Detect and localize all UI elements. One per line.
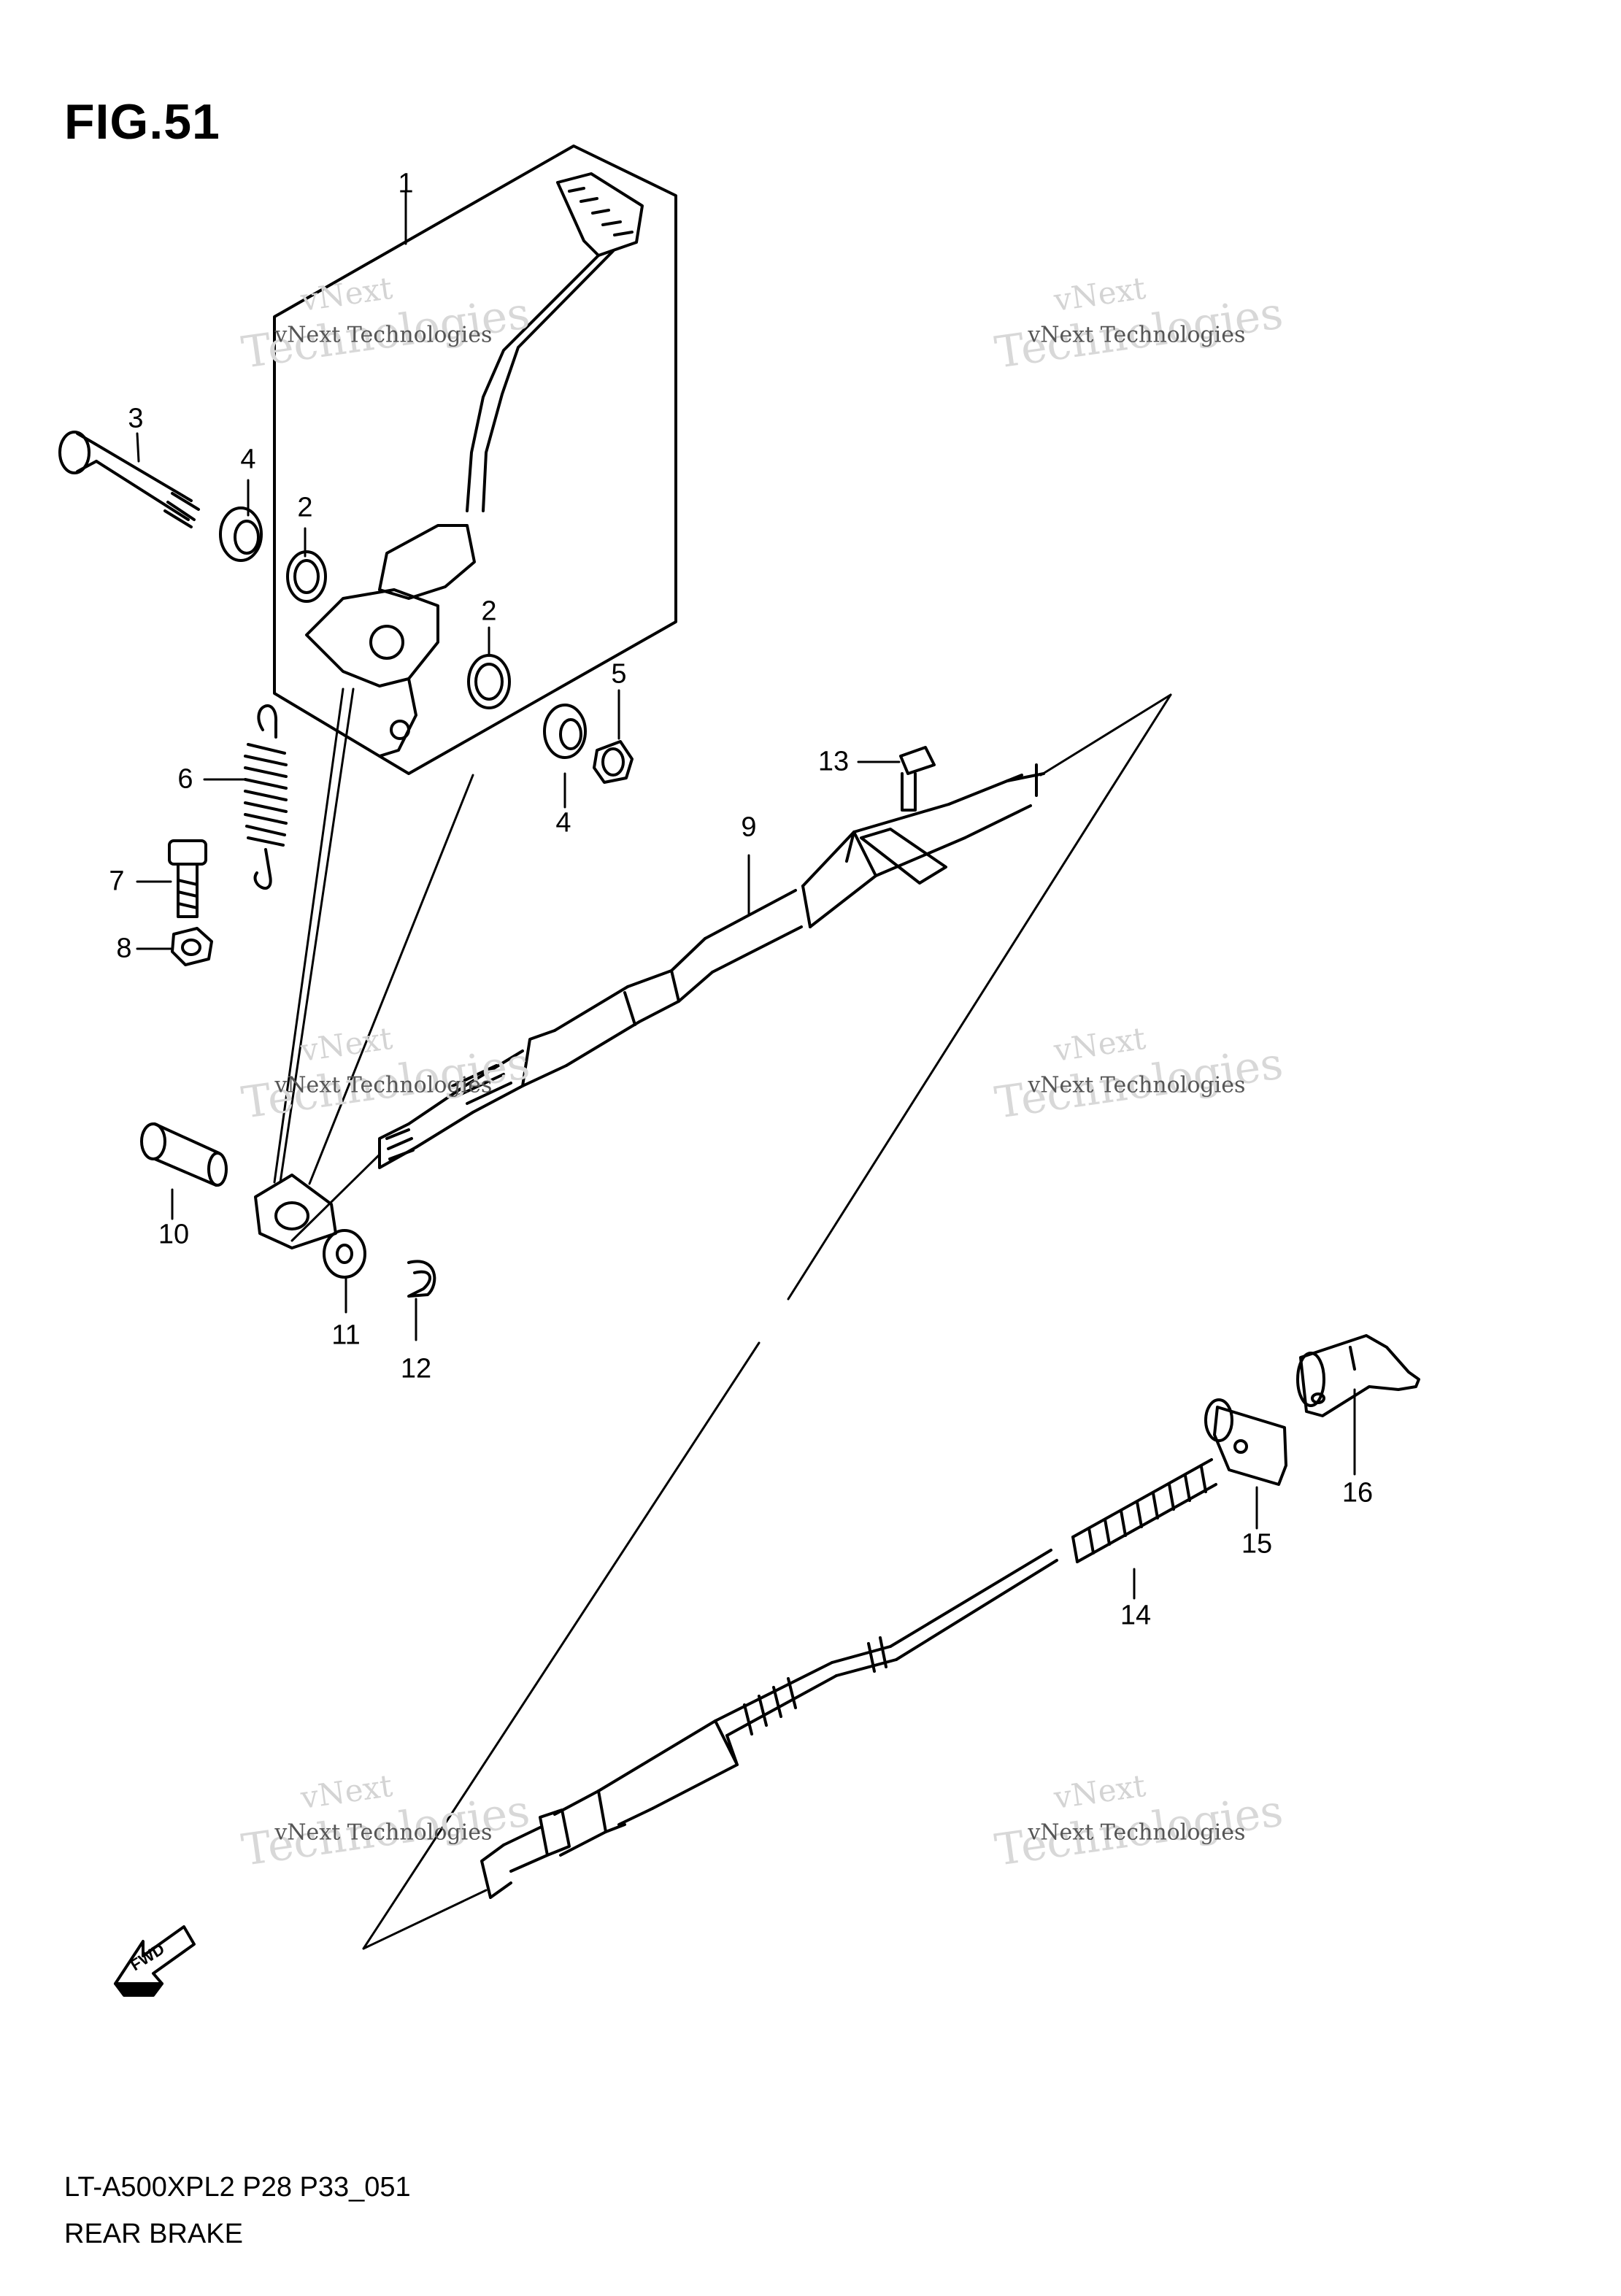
- watermark-line2: vNext Technologies: [1028, 322, 1246, 348]
- callout-14: 14: [1120, 1600, 1152, 1631]
- brake-cable-upper-part: [378, 763, 1045, 1169]
- callout-1: 1: [398, 168, 414, 199]
- watermark-line2: vNext Technologies: [274, 1072, 493, 1098]
- bushing-part: [219, 506, 263, 562]
- callout-3: 3: [128, 403, 144, 434]
- pedal-group-outline: [273, 145, 677, 775]
- oil-seal-part: [286, 550, 327, 603]
- callout-5: 5: [611, 658, 627, 690]
- callout-16: 16: [1341, 1477, 1374, 1509]
- watermark-line2: vNext Technologies: [274, 322, 493, 348]
- assembly-line: [308, 774, 474, 1185]
- callout-8: 8: [116, 933, 132, 964]
- callout-2: 2: [297, 492, 313, 523]
- watermark-line2: vNext Technologies: [1028, 1819, 1246, 1846]
- watermark-line2: vNext Technologies: [1028, 1072, 1246, 1098]
- assembly-line: [1039, 693, 1172, 777]
- callout-15: 15: [1241, 1528, 1273, 1560]
- callout-4: 4: [555, 807, 571, 839]
- figure-title: FIG.51: [64, 94, 220, 150]
- nut-part: [593, 740, 634, 784]
- clevis-pin-part: [140, 1122, 228, 1187]
- washer-part: [323, 1229, 366, 1279]
- brake-cable-lower-part: [480, 1549, 1058, 1899]
- callout-12: 12: [400, 1353, 432, 1384]
- bolt-part: [168, 839, 207, 918]
- return-spring-part: [244, 704, 288, 890]
- assembly-line: [362, 1341, 761, 1950]
- callout-11: 11: [331, 1320, 361, 1351]
- fwd-arrow-icon: [114, 1925, 196, 1997]
- callout-10: 10: [158, 1219, 190, 1250]
- cable-spring-part: [1071, 1458, 1217, 1563]
- assembly-line: [273, 687, 355, 1184]
- watermark-line2: vNext Technologies: [274, 1819, 493, 1846]
- nut-part: [171, 927, 213, 966]
- assembly-line: [290, 1153, 381, 1242]
- bushing-part: [543, 704, 587, 759]
- cable-bracket-bolt-part: [860, 746, 947, 885]
- assembly-line: [787, 693, 1172, 1301]
- cotter-pin-part: [407, 1260, 436, 1298]
- cable-joint-part: [1204, 1398, 1287, 1486]
- pivot-bolt-part: [58, 431, 200, 528]
- callout-13: 13: [817, 746, 850, 777]
- brake-pedal-part: [305, 172, 644, 758]
- callout-9: 9: [741, 812, 757, 843]
- diagram-caption: REAR BRAKE: [64, 2219, 243, 2249]
- callout-2: 2: [481, 596, 497, 627]
- callout-7: 7: [109, 866, 125, 897]
- diagram-code: LT-A500XPL2 P28 P33_051: [64, 2172, 411, 2203]
- callout-6: 6: [177, 763, 193, 795]
- brake-arm-joint-part: [1296, 1334, 1420, 1417]
- callout-4: 4: [240, 444, 256, 475]
